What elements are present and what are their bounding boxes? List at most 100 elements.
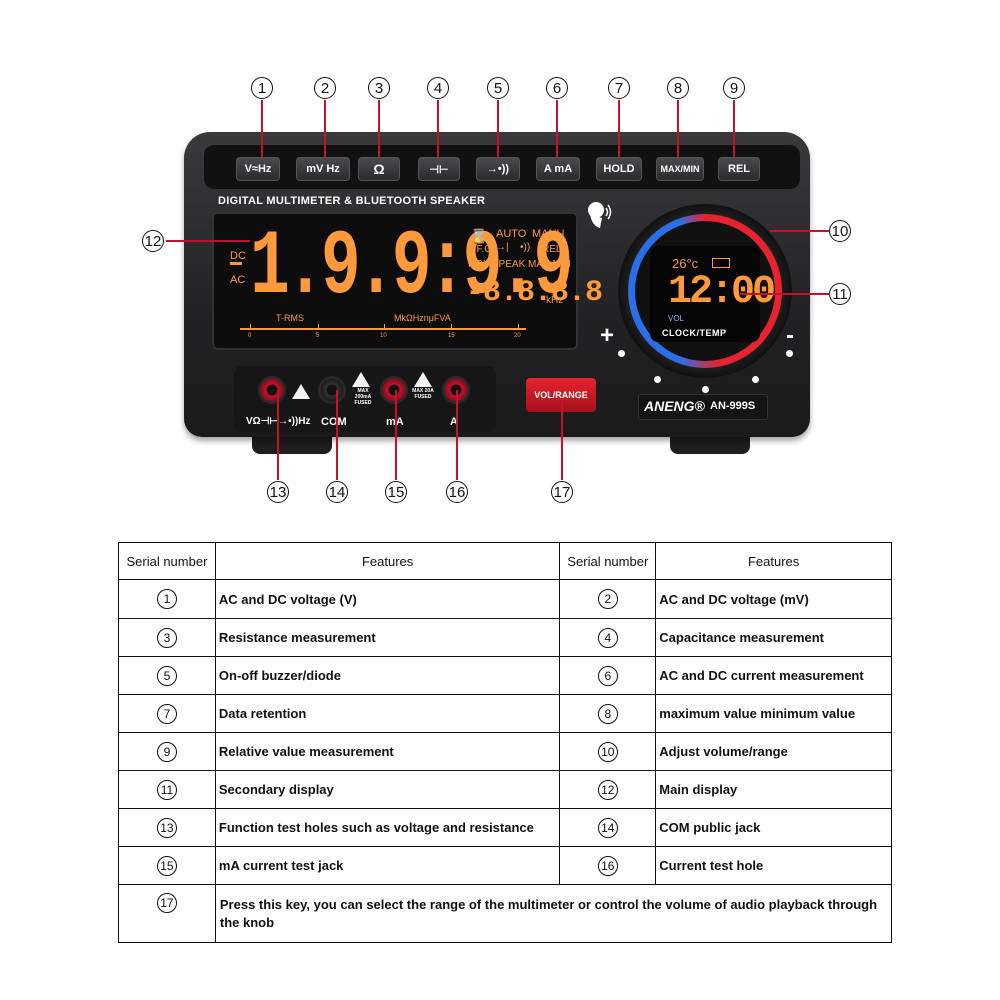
leader-line-3 bbox=[378, 100, 380, 158]
header-features: Features bbox=[655, 542, 892, 580]
feature-text: Main display bbox=[655, 770, 892, 809]
voice-icon bbox=[588, 202, 612, 228]
leader-line-17 bbox=[561, 400, 563, 480]
auto-power-icon: ⌛ bbox=[470, 228, 488, 244]
callout-6: 6 bbox=[546, 77, 568, 99]
feature-text: Current test hole bbox=[655, 846, 892, 885]
bargraph-tick bbox=[451, 324, 452, 330]
table-header-row: Serial number Features Serial number Fea… bbox=[118, 542, 892, 580]
ohm-key[interactable]: Ω bbox=[358, 157, 400, 181]
serial-number: 2 bbox=[597, 589, 618, 609]
feature-text: Data retention bbox=[214, 694, 561, 733]
battery-icon bbox=[712, 258, 730, 268]
model-number: AN-999S bbox=[710, 400, 756, 412]
callout-17: 17 bbox=[551, 481, 573, 503]
device-illustration: 1 2 3 4 5 6 7 8 9 V≈Hz mV Hz Ω ⊣⊢ →•)) A… bbox=[142, 77, 851, 503]
leader-line-15 bbox=[395, 390, 397, 480]
serial-number: 7 bbox=[156, 703, 177, 724]
minus-label: - bbox=[786, 322, 794, 349]
feature-text: COM public jack bbox=[655, 808, 892, 847]
leader-line-6 bbox=[556, 100, 558, 158]
diode-icon: →| bbox=[496, 242, 509, 253]
diode-buzzer-key[interactable]: →•)) bbox=[476, 157, 520, 181]
feature-text: On-off buzzer/diode bbox=[214, 656, 561, 695]
unit-indicators: MkΩHznμFVA bbox=[394, 313, 451, 323]
feature-text: Function test holes such as voltage and … bbox=[214, 808, 561, 847]
leader-line-10 bbox=[770, 230, 830, 232]
table-row: 11 Secondary display 12 Main display bbox=[118, 770, 892, 809]
table-row: 17 Press this key, you can select the ra… bbox=[118, 884, 893, 943]
table-row: 13 Function test holes such as voltage a… bbox=[118, 808, 892, 847]
warning-icon bbox=[352, 372, 370, 387]
feature-text: Resistance measurement bbox=[214, 618, 561, 657]
clock-temp-label: CLOCK/TEMP bbox=[662, 328, 727, 338]
callout-12: 12 bbox=[142, 230, 164, 252]
minus-sign-segment bbox=[230, 262, 242, 265]
serial-number: 8 bbox=[597, 703, 618, 724]
maxmin-key[interactable]: MAX/MIN bbox=[656, 157, 704, 181]
table-row: 7 Data retention 8 maximum value minimum… bbox=[118, 694, 892, 733]
com-jack[interactable] bbox=[318, 376, 346, 404]
bargraph-tick bbox=[518, 324, 519, 330]
callout-10: 10 bbox=[829, 220, 851, 242]
warning-icon bbox=[292, 384, 310, 399]
dc-indicator: DC bbox=[230, 250, 246, 262]
main-display bbox=[212, 212, 578, 350]
jack-label-a: A bbox=[450, 416, 458, 428]
rel-key[interactable]: REL bbox=[718, 157, 760, 181]
feature-text: AC and DC voltage (V) bbox=[214, 579, 561, 619]
led-dot bbox=[752, 376, 759, 383]
capacitance-key[interactable]: ⊣⊢ bbox=[418, 157, 460, 181]
jack-label-ma: mA bbox=[386, 416, 404, 428]
volume-indicator: VOL bbox=[668, 314, 685, 323]
led-dot bbox=[786, 350, 793, 357]
led-dot bbox=[618, 350, 625, 357]
mode-indicators: HOLD PEAK MAX MIN bbox=[468, 259, 571, 270]
vhz-key[interactable]: V≈Hz bbox=[236, 157, 280, 181]
callout-9: 9 bbox=[723, 77, 745, 99]
serial-number: 12 bbox=[597, 779, 618, 800]
serial-number: 3 bbox=[156, 627, 177, 648]
fuse-ma-label: MAX 200mA FUSED bbox=[354, 388, 372, 406]
analog-bargraph bbox=[240, 328, 526, 330]
serial-number: 4 bbox=[597, 627, 618, 648]
ama-key[interactable]: A mA bbox=[536, 157, 580, 181]
table-row: 9 Relative value measurement 10 Adjust v… bbox=[118, 732, 892, 771]
callout-14: 14 bbox=[326, 481, 348, 503]
serial-number: 10 bbox=[597, 741, 618, 762]
bargraph-tick bbox=[384, 324, 385, 330]
scale-label: 10 bbox=[380, 333, 387, 339]
model-plate bbox=[638, 394, 768, 420]
brand-logo: ANENG® bbox=[644, 398, 705, 414]
rel-indicator: REL bbox=[542, 244, 562, 255]
table-row: 5 On-off buzzer/diode 6 AC and DC curren… bbox=[118, 656, 892, 695]
callout-13: 13 bbox=[267, 481, 289, 503]
feature-text: Relative value measurement bbox=[214, 732, 561, 771]
feature-text: AC and DC current measurement bbox=[655, 656, 892, 695]
warning-icon bbox=[414, 372, 432, 387]
feature-text: Capacitance measurement bbox=[655, 618, 892, 657]
sub-digits: -8.8.8.8 bbox=[466, 276, 603, 310]
led-dot bbox=[654, 376, 661, 383]
ma-jack[interactable] bbox=[380, 376, 408, 404]
features-table: Serial number Features Serial number Fea… bbox=[118, 542, 893, 943]
callout-7: 7 bbox=[608, 77, 630, 99]
leader-line-2 bbox=[324, 100, 326, 158]
header-serial-number: Serial number bbox=[118, 542, 216, 580]
callout-11: 11 bbox=[829, 283, 851, 305]
table-row: 3 Resistance measurement 4 Capacitance m… bbox=[118, 618, 892, 657]
mvhz-key[interactable]: mV Hz bbox=[296, 157, 350, 181]
leader-line-11 bbox=[740, 293, 830, 295]
vfc-indicator: V.F.C bbox=[468, 244, 492, 255]
table-row: 1 AC and DC voltage (V) 2 AC and DC volt… bbox=[118, 579, 892, 619]
scale-label: 0 bbox=[248, 333, 252, 339]
right-foot bbox=[670, 432, 750, 454]
leader-line-16 bbox=[456, 390, 458, 480]
hold-key[interactable]: HOLD bbox=[596, 157, 642, 181]
voltage-resistance-jack[interactable] bbox=[258, 376, 286, 404]
leader-line-9 bbox=[733, 100, 735, 158]
serial-number: 14 bbox=[597, 817, 618, 838]
leader-line-4 bbox=[437, 100, 439, 158]
callout-3: 3 bbox=[368, 77, 390, 99]
leader-line-5 bbox=[497, 100, 499, 158]
